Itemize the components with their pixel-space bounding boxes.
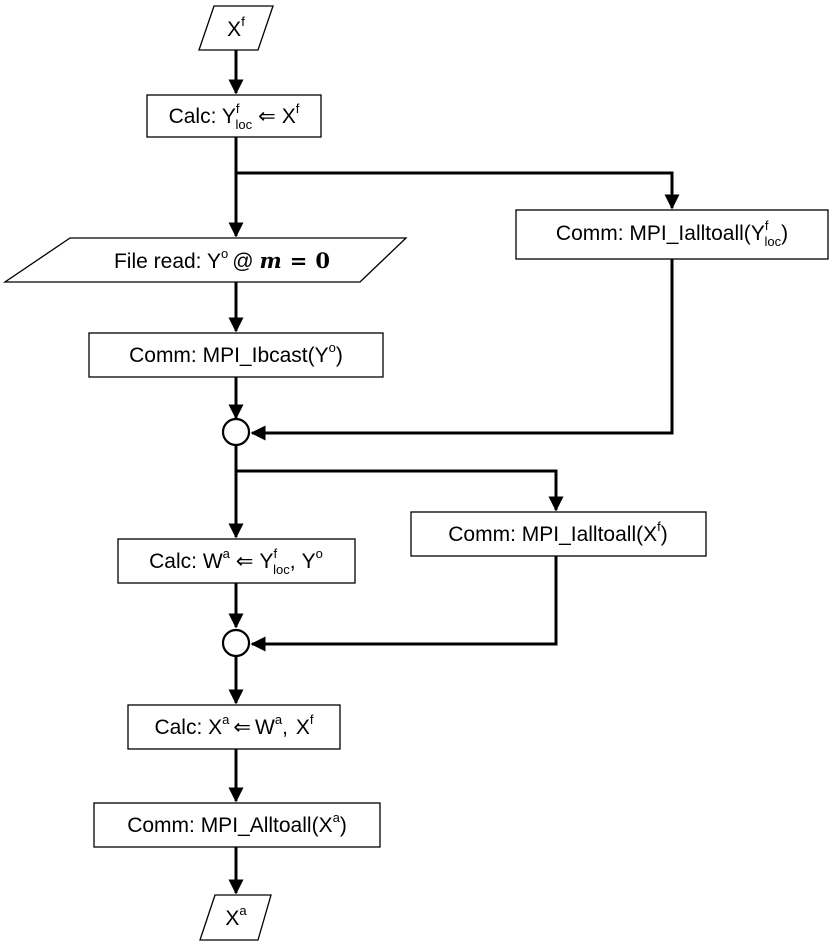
output-xa-node: Xa: [199, 894, 272, 941]
svg-text:Comm: MPI_Ibcast(Yo): Comm: MPI_Ibcast(Yo): [129, 340, 343, 367]
calc-xa-node: Calc: Xa⇐Wa,Xf: [127, 704, 341, 750]
svg-text:Xf: Xf: [227, 14, 245, 41]
input-xf-node: Xf: [198, 5, 274, 51]
svg-text:Comm: MPI_Alltoall(Xa): Comm: MPI_Alltoall(Xa): [127, 810, 347, 837]
svg-text:Xa: Xa: [225, 903, 247, 930]
alltoall-xf-node: Comm: MPI_Ialltoall(Xf): [410, 511, 707, 557]
edge-alltoall-xf-to-junction-2: [250, 556, 558, 652]
svg-text:File read: Yo@m=0: File read: Yo@m=0: [114, 246, 330, 273]
edge-branch-to-alltoall-xf: [236, 469, 564, 512]
file-read-node: File read: Yo@m=0: [2, 237, 408, 283]
merge-junction-1: [221, 417, 251, 447]
svg-text:Comm: MPI_Ialltoall(Xf): Comm: MPI_Ialltoall(Xf): [448, 519, 668, 546]
edge-alltoall-yf-to-junction-1: [250, 259, 674, 441]
svg-text:Calc: Xa⇐Wa,Xf: Calc: Xa⇐Wa,Xf: [154, 712, 313, 739]
alltoall-xa-node: Comm: MPI_Alltoall(Xa): [93, 802, 381, 848]
bcast-node: Comm: MPI_Ibcast(Yo): [88, 332, 384, 378]
edge-branch-to-alltoall-yf: [236, 171, 680, 210]
merge-junction-2: [221, 628, 251, 658]
